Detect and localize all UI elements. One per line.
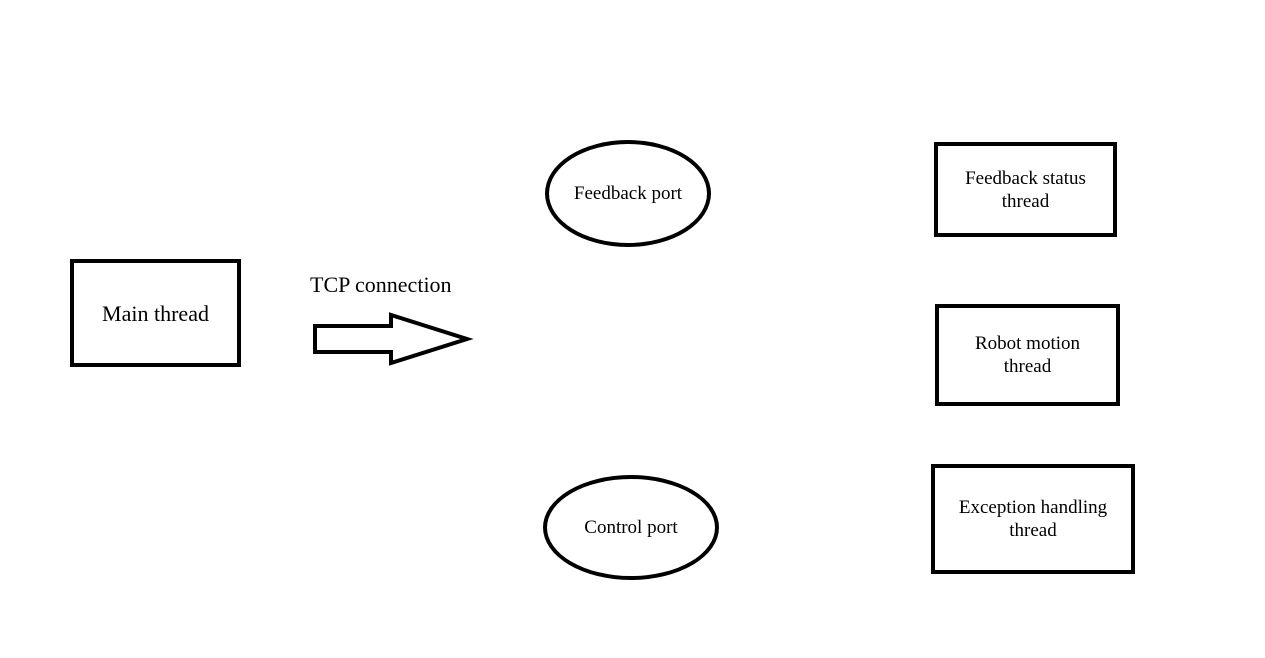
feedback-status-thread-label: Feedback status thread — [965, 167, 1086, 212]
block-arrow-shape — [313, 312, 474, 366]
robot-motion-thread-box: Robot motion thread — [935, 304, 1120, 406]
control-port-label: Control port — [584, 516, 678, 538]
feedback-port-label: Feedback port — [573, 182, 683, 204]
main-thread-label: Main thread — [102, 300, 209, 326]
exception-handling-thread-box: Exception handling thread — [931, 464, 1135, 574]
control-port-oval: Control port — [543, 475, 719, 580]
exception-handling-thread-label: Exception handling thread — [958, 497, 1108, 541]
robot-motion-thread-label: Robot motion thread — [974, 333, 1081, 377]
main-thread-box: Main thread — [70, 259, 241, 367]
feedback-port-oval: Feedback port — [545, 140, 711, 247]
tcp-connection-label: TCP connection — [310, 272, 452, 297]
feedback-status-thread-box: Feedback status thread — [934, 142, 1117, 237]
